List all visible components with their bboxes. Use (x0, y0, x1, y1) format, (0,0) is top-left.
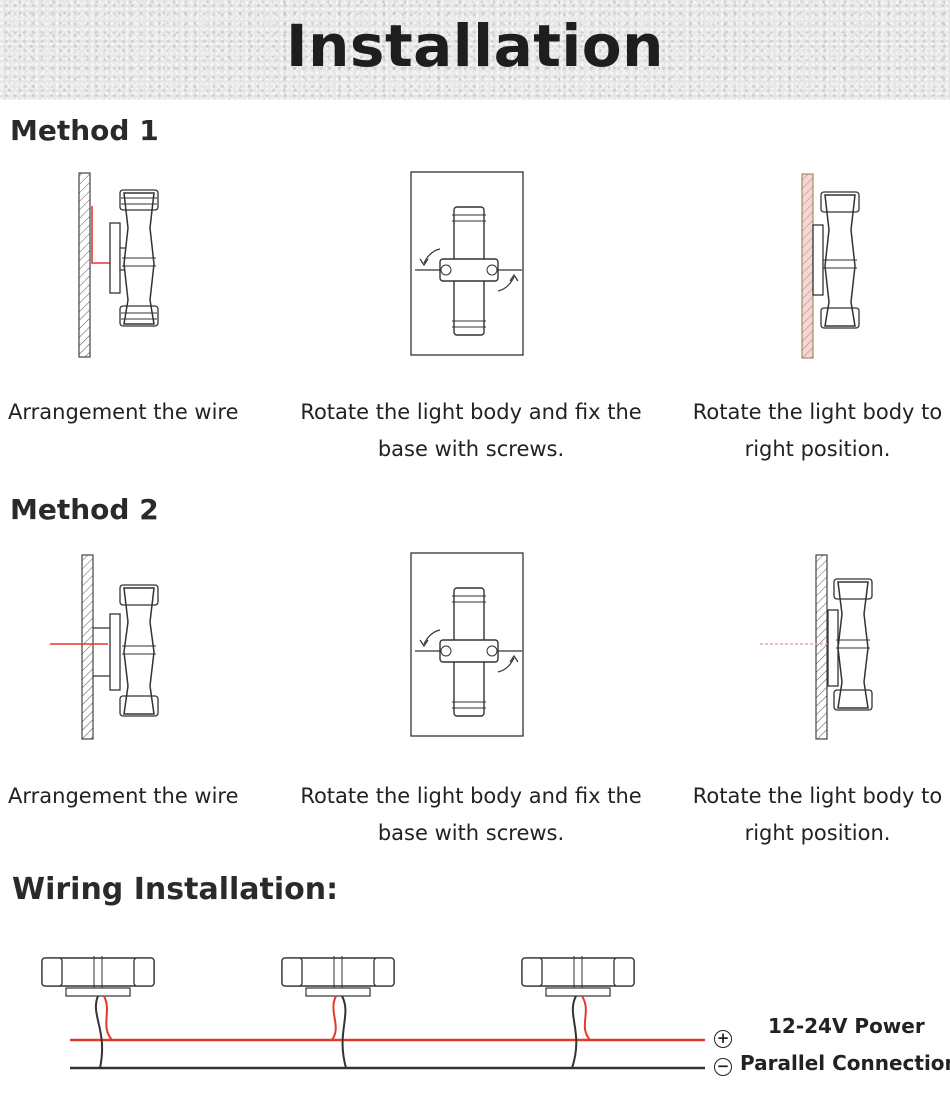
method-2-front-view-rotate-diagram (410, 552, 525, 738)
method-2-step-3-caption: Rotate the light body to right position. (692, 784, 943, 845)
wiring-parallel-diagram (30, 950, 720, 1080)
method-1-side-view-wire-diagram (70, 168, 170, 363)
method-2-side-view-wire-diagram (48, 552, 163, 742)
light-3 (521, 956, 635, 1069)
power-label: 12-24V Power (768, 1014, 925, 1038)
header-banner: Installation (0, 0, 950, 100)
method-2-title: Method 2 (10, 493, 159, 526)
negative-symbol-icon: − (714, 1058, 732, 1076)
light-1 (41, 956, 155, 1069)
page-title: Installation (286, 12, 664, 80)
wiring-installation-title: Wiring Installation: (12, 872, 339, 907)
light-2 (281, 956, 395, 1069)
method-1-step-2-caption: Rotate the light body and fix the base w… (300, 400, 642, 461)
method-2-step-1-caption: Arrangement the wire (8, 784, 239, 808)
positive-symbol-icon: + (714, 1030, 732, 1048)
method-1-front-view-rotate-diagram (410, 171, 525, 357)
method-1-title: Method 1 (10, 114, 159, 147)
method-1-step-3-caption: Rotate the light body to right position. (692, 400, 943, 461)
connection-label: Parallel Connection (740, 1051, 950, 1075)
method-2-step-2-caption: Rotate the light body and fix the base w… (300, 784, 642, 845)
method-2-side-view-final-diagram (758, 552, 883, 742)
method-1-step-1-caption: Arrangement the wire (8, 400, 239, 424)
method-1-side-view-final-diagram (795, 170, 870, 360)
